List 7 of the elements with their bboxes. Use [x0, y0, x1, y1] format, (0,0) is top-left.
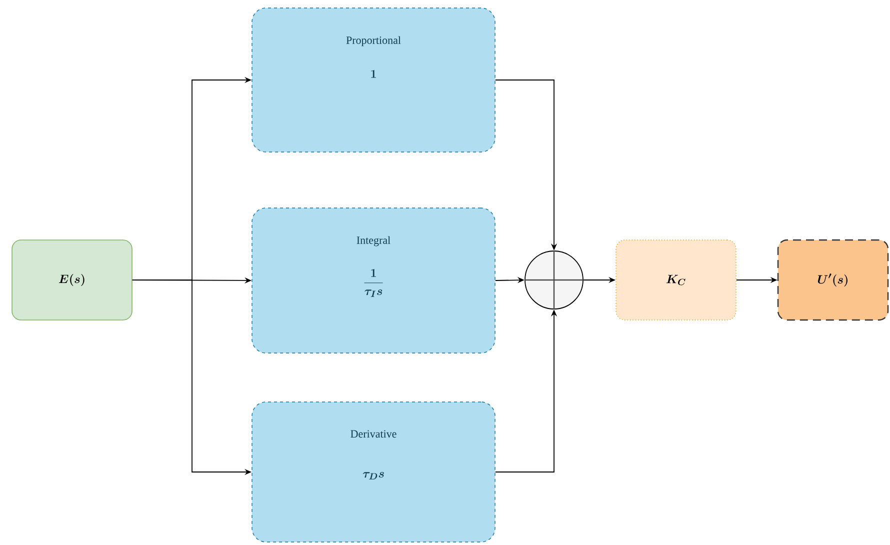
summing-junction	[524, 250, 584, 310]
output-box: $U'(s)$	[777, 239, 889, 321]
process-box: Integral $\frac{1}{\tau_I s}$	[252, 208, 496, 354]
input-box: $E(s)$	[12, 240, 132, 320]
process-box: Proportional $1$	[252, 8, 496, 152]
process-box: Derivative $\tau_D s$	[252, 402, 496, 542]
gain-box: $K_C$	[616, 240, 736, 320]
